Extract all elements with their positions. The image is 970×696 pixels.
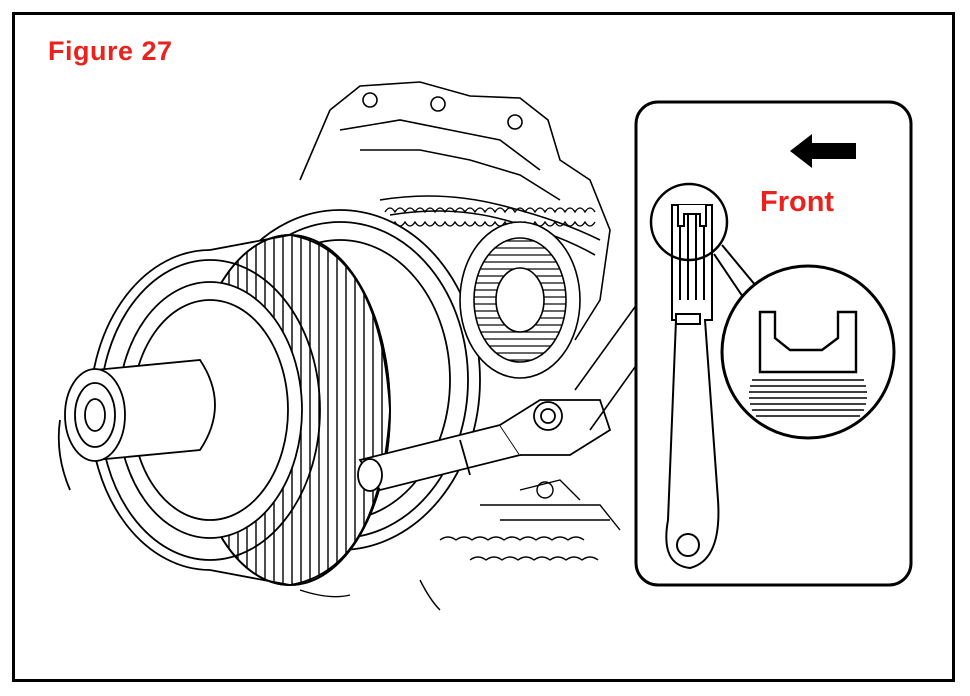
lower-linkage [299, 479, 621, 611]
inset-panel [634, 100, 913, 587]
callout-leaders [574, 299, 641, 431]
detail-circle [720, 264, 896, 440]
front-label: Front [760, 186, 835, 218]
magnifier-circle [649, 182, 729, 262]
figure-title: Figure 27 [48, 36, 173, 66]
front-arrow-icon [790, 134, 856, 168]
shift-rail [357, 399, 612, 492]
upper-gear-teeth [384, 207, 596, 227]
countershaft-gear [459, 221, 581, 379]
shift-fork-part [665, 204, 720, 570]
output-shaft [57, 359, 216, 491]
